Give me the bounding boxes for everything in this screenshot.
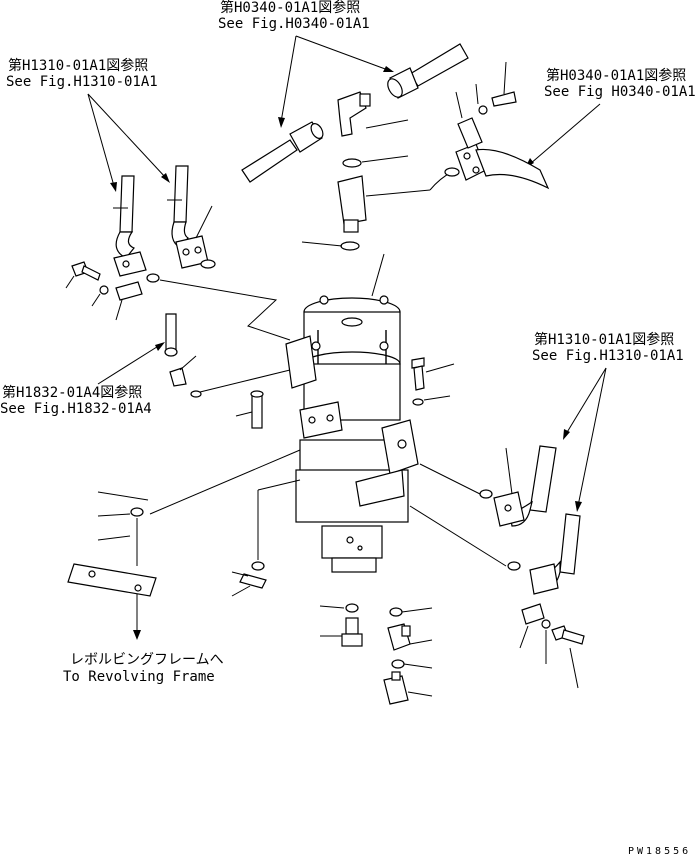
washer-right-lower bbox=[541, 619, 551, 629]
callout-top-right: 第H0340-01A1図参照 See Fig H0340-01A1 bbox=[544, 67, 696, 100]
mid-left-pipe bbox=[164, 313, 291, 398]
o-ring-right-2 bbox=[507, 561, 521, 571]
callout-top-center-en: See Fig.H0340-01A1 bbox=[218, 16, 370, 32]
elbow-fitting-top bbox=[337, 91, 409, 137]
right-lower-clamp bbox=[519, 603, 545, 649]
callout-top-right-ja: 第H0340-01A1図参照 bbox=[546, 67, 686, 84]
o-ring-left-2 bbox=[146, 273, 160, 283]
o-ring-2 bbox=[340, 241, 360, 251]
callout-mid-left-en: See Fig.H1832-01A4 bbox=[0, 401, 152, 417]
washer-right-upper bbox=[412, 398, 424, 406]
o-ring-body-side bbox=[251, 561, 265, 571]
top-left-hose bbox=[241, 121, 324, 183]
callout-mid-right: 第H1310-01A1図参照 See Fig.H1310-01A1 bbox=[532, 331, 684, 364]
bottom-fitting-1 bbox=[320, 617, 363, 647]
callout-mid-left: 第H1832-01A4図参照 See Fig.H1832-01A4 bbox=[0, 384, 152, 417]
o-ring-bottom-2 bbox=[389, 607, 403, 617]
callout-mid-left-ja: 第H1832-01A4図参照 bbox=[2, 384, 142, 401]
callout-bottom: レボルビングフレームへ To Revolving Frame bbox=[63, 652, 224, 685]
o-ring-small-top bbox=[444, 167, 460, 177]
lower-bracket bbox=[67, 449, 301, 597]
left-hoses bbox=[113, 165, 189, 259]
right-flange-hose bbox=[455, 61, 550, 190]
callout-top-right-en: See Fig H0340-01A1 bbox=[544, 84, 696, 100]
o-ring-left-1 bbox=[200, 259, 216, 269]
drawing-code: PW18556 bbox=[628, 846, 691, 857]
bolt-right-upper bbox=[411, 357, 455, 391]
o-ring-bottom-3 bbox=[391, 659, 405, 669]
callout-top-center: 第H0340-01A1図参照 See Fig.H0340-01A1 bbox=[218, 0, 370, 32]
bottom-fitting-3 bbox=[383, 671, 433, 705]
callout-top-left-en: See Fig.H1310-01A1 bbox=[6, 74, 158, 90]
bottom-fitting-2 bbox=[387, 623, 433, 651]
bolt-right-lower bbox=[551, 625, 585, 689]
callout-top-left: 第H1310-01A1図参照 See Fig.H1310-01A1 bbox=[6, 57, 158, 90]
reference-arrows bbox=[87, 35, 607, 640]
o-ring-right-1 bbox=[479, 489, 493, 499]
callout-mid-right-ja: 第H1310-01A1図参照 bbox=[534, 331, 674, 348]
callout-bottom-en: To Revolving Frame bbox=[63, 669, 215, 685]
swivel-joint-body bbox=[285, 253, 419, 573]
pin-left bbox=[235, 390, 264, 429]
o-ring-bottom-1 bbox=[345, 603, 359, 613]
body-side-clip bbox=[231, 571, 267, 597]
callout-mid-right-en: See Fig.H1310-01A1 bbox=[532, 348, 684, 364]
callout-top-left-ja: 第H1310-01A1図参照 bbox=[8, 57, 148, 74]
callout-bottom-ja: レボルビングフレームへ bbox=[70, 652, 224, 668]
top-right-hose bbox=[387, 43, 469, 99]
callout-top-center-ja: 第H0340-01A1図参照 bbox=[220, 0, 360, 16]
left-flange-upper bbox=[175, 205, 213, 269]
washer-left bbox=[99, 285, 109, 295]
bolt-left bbox=[65, 261, 101, 289]
left-flange-lower bbox=[113, 251, 147, 321]
swivel-fitting bbox=[337, 171, 453, 233]
o-ring-1 bbox=[342, 158, 362, 168]
right-lower-hoses bbox=[493, 445, 581, 595]
